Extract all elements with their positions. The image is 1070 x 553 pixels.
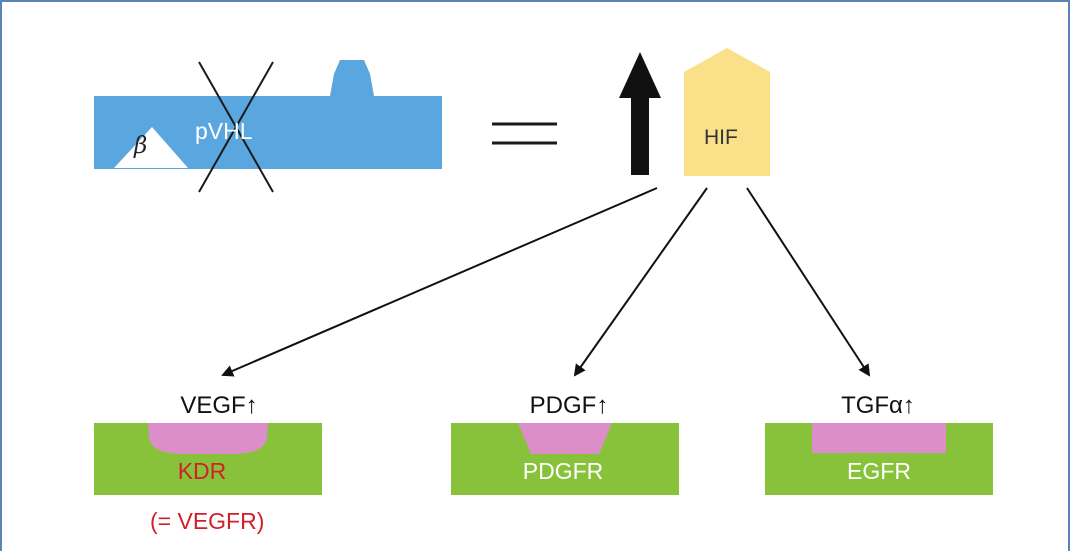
- kdr-label: KDR: [177, 458, 227, 484]
- egfr-label: EGFR: [847, 458, 911, 484]
- pdgf-label: PDGF↑: [529, 392, 609, 419]
- vegf-label: VEGF↑: [180, 392, 258, 419]
- equals-sign-icon: [492, 122, 557, 145]
- beta-domain-label: β: [134, 133, 148, 159]
- hif-label: HIF: [704, 126, 738, 149]
- vegf-ligand-shape: [148, 423, 268, 454]
- vegfr-note: (= VEGFR): [150, 508, 265, 534]
- tgfa-ligand-shape: [812, 423, 946, 453]
- arrow-to-vegf: [221, 187, 658, 377]
- pdgfr-label: PDGFR: [522, 458, 604, 484]
- hif-target-arrows: [221, 187, 871, 377]
- tgfa-label: TGFα↑: [841, 392, 915, 419]
- up-arrow-icon: [619, 52, 661, 175]
- arrow-to-tgfa: [746, 187, 871, 377]
- cross-out-icon: [198, 61, 274, 193]
- pvhl-label: pVHL: [195, 118, 253, 144]
- hif-box: [684, 48, 770, 176]
- beta-domain-triangle: [114, 127, 188, 168]
- pdgf-ligand-shape: [518, 423, 612, 454]
- arrow-to-pdgf: [573, 187, 708, 377]
- pvhl-protein-shape: [94, 60, 442, 169]
